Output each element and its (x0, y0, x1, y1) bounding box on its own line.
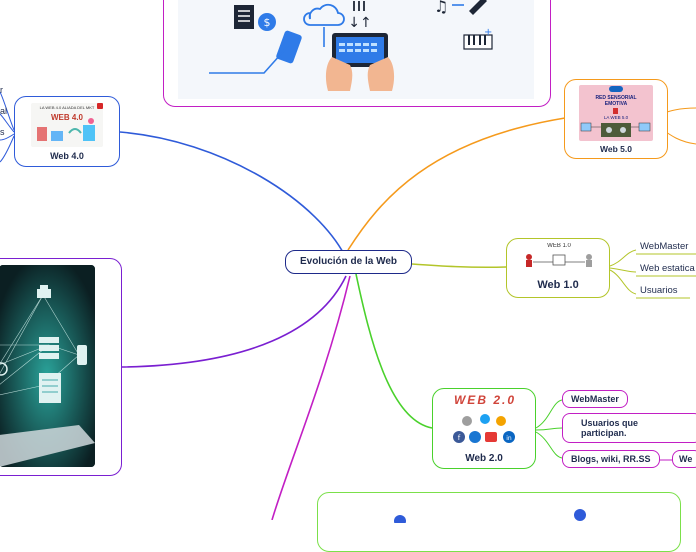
web4-illustration (37, 118, 95, 141)
branch-web1 (411, 263, 507, 269)
web1-illustration (526, 254, 592, 267)
web2-leaf-webmaster[interactable]: WebMaster (562, 390, 628, 408)
technology-illustration: $ ↓↑ ♫ (178, 0, 534, 99)
svg-text:in: in (506, 435, 512, 442)
web1-thumb-title: WEB 1.0 (547, 243, 571, 249)
web5-thumb-line-3: LA WEB 5.0 (603, 115, 629, 120)
web5-thumbnail: RED SENSORIAL EMOTIVA LA WEB 5.0 (579, 85, 653, 141)
branch-web5 (347, 117, 566, 251)
branch-image-left (121, 275, 347, 368)
document-window-icon (39, 373, 61, 403)
dollar-icon: $ (258, 13, 276, 31)
web2-social-icons: f in (453, 414, 515, 443)
cloud-icon (303, 3, 345, 26)
web4-leaf-fragment-2[interactable]: al (0, 106, 8, 116)
web1-leaf-usuarios[interactable]: Usuarios (640, 285, 678, 296)
web1-thumbnail: WEB 1.0 (519, 243, 599, 273)
web4-label: Web 4.0 (50, 151, 84, 161)
bottom-illustration (394, 509, 586, 523)
web5-node[interactable]: RED SENSORIAL EMOTIVA LA WEB 5.0 Web 5.0 (564, 79, 668, 159)
web2-thumbnail: WEB 2.0 f in (447, 393, 523, 449)
music-note-icon: ♫ (434, 0, 448, 16)
web5-illustration (580, 86, 651, 137)
document-icon (234, 5, 254, 29)
web2-leaf-blogs[interactable]: Blogs, wiki, RR.SS (562, 450, 660, 468)
web1-label: Web 1.0 (537, 279, 579, 291)
tablet-icon (332, 33, 388, 67)
web4-leaf-fragment-1[interactable]: r (0, 85, 3, 95)
svg-text:$: $ (264, 16, 271, 29)
mobile-device-icon (77, 345, 87, 365)
printer-icon (37, 285, 51, 298)
svg-text:f: f (458, 434, 461, 442)
web4-thumb-text: WEB 4.0 (50, 113, 83, 122)
top-illustration-node[interactable]: $ ↓↑ ♫ (163, 0, 551, 107)
web1-leaf-web-estatica[interactable]: Web estatica (640, 263, 695, 274)
hands-icon (325, 57, 395, 91)
web5-label: Web 5.0 (600, 144, 632, 154)
web2-leaf-cut[interactable]: We (672, 450, 696, 468)
web4-thumb-subtext: LA WEB 4.0 ALIADA DEL MKT (39, 105, 95, 110)
server-icon (39, 337, 59, 359)
network-illustration (0, 265, 95, 467)
pencil-icon (469, 0, 487, 15)
branch-web2 (355, 273, 433, 429)
network-image-node[interactable] (0, 258, 122, 476)
web4-logo-icon (97, 103, 103, 109)
branch-web4 (119, 131, 349, 263)
phone-icon (276, 30, 302, 64)
piano-icon (463, 34, 493, 50)
web2-logo-text: WEB 2.0 (453, 393, 516, 407)
branch-bottom (271, 275, 351, 520)
network-image (0, 265, 95, 467)
web2-leaf-usuarios-text: Usuarios que participan. (581, 418, 639, 438)
data-transfer-icon (353, 1, 365, 11)
web4-thumbnail: LA WEB 4.0 ALIADA DEL MKT WEB 4.0 (31, 103, 103, 147)
web2-node[interactable]: WEB 2.0 f in Web 2.0 (432, 388, 536, 469)
tablet-device-icon (0, 425, 95, 467)
web2-label: Web 2.0 (465, 453, 503, 464)
web2-leaf-usuarios[interactable]: Usuarios que participan. (562, 413, 696, 443)
central-topic[interactable]: Evolución de la Web (285, 250, 412, 274)
bottom-illustration-node[interactable] (317, 492, 681, 552)
web1-leaf-webmaster[interactable]: WebMaster (640, 241, 689, 252)
central-topic-label: Evolución de la Web (299, 256, 398, 267)
web5-thumb-line-1: RED SENSORIAL (595, 95, 637, 101)
up-down-arrows-icon: ↓↑ (348, 15, 371, 31)
svg-text:+: + (484, 27, 492, 38)
web4-node[interactable]: LA WEB 4.0 ALIADA DEL MKT WEB 4.0 Web 4.… (14, 96, 120, 167)
web1-node[interactable]: WEB 1.0 Web 1.0 (506, 238, 610, 298)
web5-thumb-line-2: EMOTIVA (604, 101, 628, 107)
web4-leaf-fragment-3[interactable]: s (0, 127, 5, 137)
